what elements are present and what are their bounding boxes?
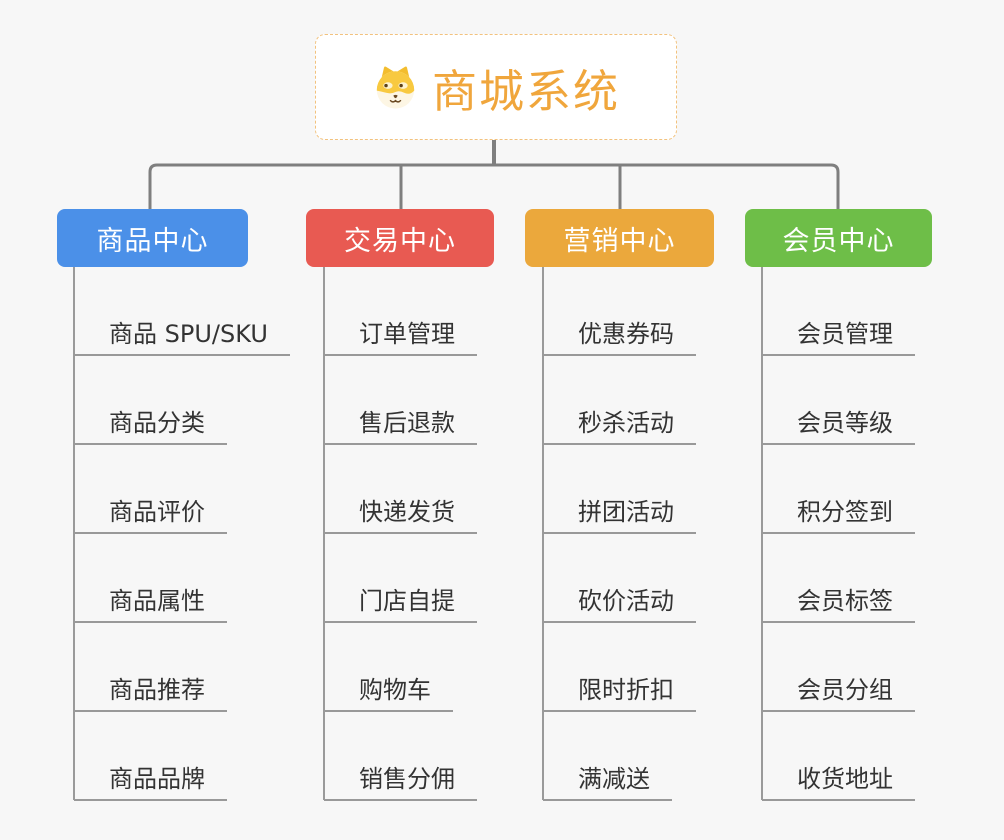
leaf-node[interactable]: 售后退款: [324, 403, 477, 445]
leaf-node[interactable]: 快递发货: [324, 492, 477, 534]
branch-label: 交易中心: [344, 225, 456, 257]
leaf-node[interactable]: 拼团活动: [543, 492, 696, 534]
leaf-node[interactable]: 商品分类: [74, 403, 227, 445]
branch-header-trade[interactable]: 交易中心: [306, 209, 494, 267]
dog-face-icon: [372, 64, 419, 110]
branch-label: 会员中心: [782, 225, 895, 257]
leaf-node[interactable]: 积分签到: [762, 492, 915, 534]
leaf-node[interactable]: 砍价活动: [543, 581, 696, 623]
leaf-node[interactable]: 订单管理: [324, 314, 477, 356]
branch-label: 营销中心: [563, 225, 676, 257]
leaf-node[interactable]: 收货地址: [762, 759, 915, 801]
leaf-node[interactable]: 商品品牌: [74, 759, 227, 801]
root-title: 商城系统: [431, 64, 620, 118]
leaf-node[interactable]: 销售分佣: [324, 759, 477, 801]
branch-header-marketing[interactable]: 营销中心: [525, 209, 714, 267]
leaf-node[interactable]: 商品 SPU/SKU: [74, 314, 290, 356]
branch-header-product[interactable]: 商品中心: [57, 209, 248, 267]
leaf-node[interactable]: 满减送: [543, 759, 672, 801]
leaf-node[interactable]: 会员标签: [762, 581, 915, 623]
root-node[interactable]: 商城系统: [315, 34, 677, 140]
branch-header-member[interactable]: 会员中心: [745, 209, 932, 267]
leaf-node[interactable]: 限时折扣: [543, 670, 696, 712]
leaf-node[interactable]: 商品属性: [74, 581, 227, 623]
leaf-node[interactable]: 商品评价: [74, 492, 227, 534]
branch-label: 商品中心: [96, 225, 209, 257]
leaf-node[interactable]: 商品推荐: [74, 670, 227, 712]
leaf-node[interactable]: 购物车: [324, 670, 453, 712]
leaf-node[interactable]: 门店自提: [324, 581, 477, 623]
leaf-node[interactable]: 会员等级: [762, 403, 915, 445]
leaf-node[interactable]: 会员管理: [762, 314, 915, 356]
leaf-node[interactable]: 优惠券码: [543, 314, 696, 356]
leaf-node[interactable]: 秒杀活动: [543, 403, 696, 445]
leaf-node[interactable]: 会员分组: [762, 670, 915, 712]
